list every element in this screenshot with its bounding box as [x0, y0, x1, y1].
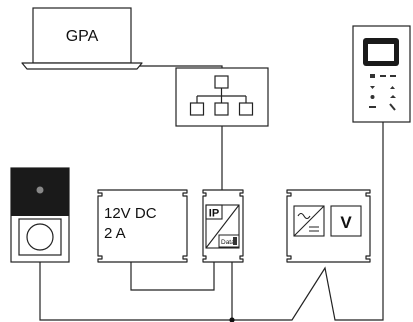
ip-gateway-label: IP	[209, 208, 219, 220]
power-supply-unit: 12V DC 2 A	[97, 189, 188, 263]
supply-unit-voltage-label: V	[340, 213, 352, 232]
indoor-station-icon	[352, 25, 411, 123]
wire-psu-gateway	[130, 262, 215, 291]
laptop-icon: GPA	[21, 7, 143, 70]
laptop-label: GPA	[66, 28, 99, 45]
ip-gateway-data-label: Data	[221, 239, 235, 246]
supply-unit: V	[286, 189, 371, 263]
wire-bus-supply	[236, 122, 384, 321]
power-supply-current: 2 A	[104, 225, 126, 242]
wire-doorstation-bus	[39, 262, 236, 321]
indoor-station-keys-icon	[369, 74, 396, 111]
wires	[39, 65, 384, 321]
ac-dc-converter-icon	[293, 205, 325, 237]
network-switch-icon	[175, 67, 269, 127]
door-station-icon	[10, 167, 70, 263]
ip-gateway-unit: IP Data	[202, 189, 244, 263]
power-supply-voltage: 12V DC	[104, 205, 157, 222]
junction-dot	[229, 317, 235, 322]
